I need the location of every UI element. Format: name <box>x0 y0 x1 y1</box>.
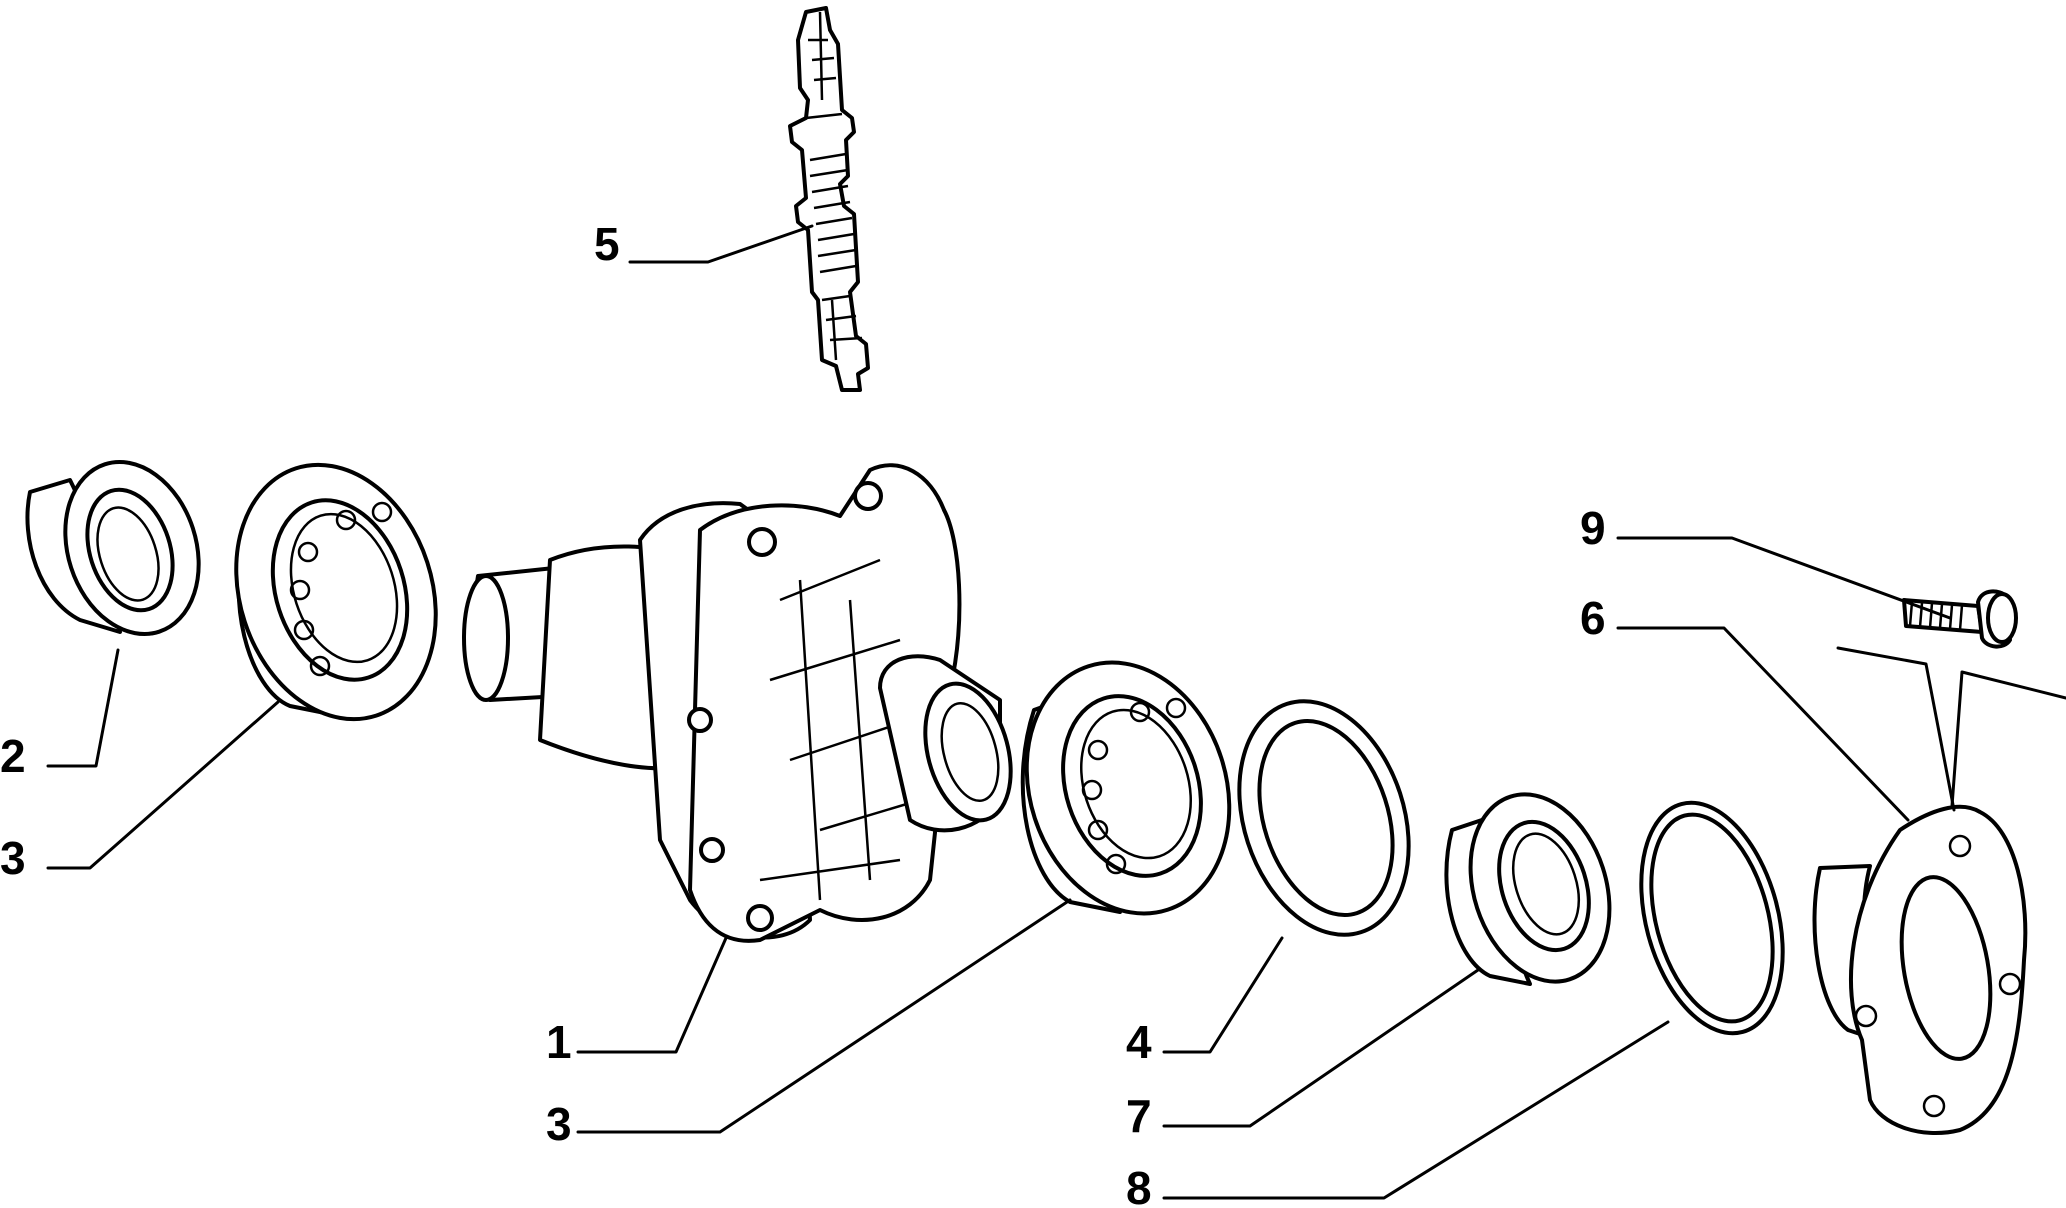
part-6-flanged-cover <box>1812 804 2028 1135</box>
callout-labels: 5 2 3 1 3 4 7 8 9 6 <box>0 218 1606 1208</box>
part-9-bolt <box>1902 589 2018 649</box>
callout-4: 4 <box>1126 1016 1152 1068</box>
leader-5 <box>628 224 814 264</box>
callout-3-left: 3 <box>0 832 26 884</box>
callout-5: 5 <box>594 218 620 270</box>
leader-6-ext-a <box>1836 646 1956 812</box>
part-4-shim-ring <box>1237 699 1411 937</box>
leader-4 <box>1162 936 1284 1054</box>
callout-3-center: 3 <box>546 1098 572 1150</box>
part-1-differential-housing <box>462 463 1013 943</box>
part-7-small-bearing <box>1444 792 1612 986</box>
part-5-drive-pinion <box>788 6 870 392</box>
leader-8 <box>1162 1020 1670 1200</box>
part-2-small-bearing <box>25 460 201 636</box>
leader-6-ext-b <box>1950 670 2066 808</box>
part-8-thin-ring <box>1639 800 1785 1036</box>
callout-1: 1 <box>546 1016 572 1068</box>
leader-9 <box>1616 536 1952 620</box>
leader-1 <box>576 936 728 1054</box>
callout-8: 8 <box>1126 1162 1152 1208</box>
callout-9: 9 <box>1580 502 1606 554</box>
callout-7: 7 <box>1126 1090 1152 1142</box>
leader-3-center <box>576 898 1072 1134</box>
leader-6 <box>1616 626 1910 822</box>
callout-6: 6 <box>1580 592 1606 644</box>
leader-2 <box>46 648 120 768</box>
leader-lines <box>46 224 2066 1200</box>
leader-7 <box>1162 968 1480 1128</box>
callout-2: 2 <box>0 730 26 782</box>
leader-3-left <box>46 700 280 870</box>
part-3-bearing-left <box>234 462 438 722</box>
part-3-bearing-center <box>1020 660 1232 916</box>
